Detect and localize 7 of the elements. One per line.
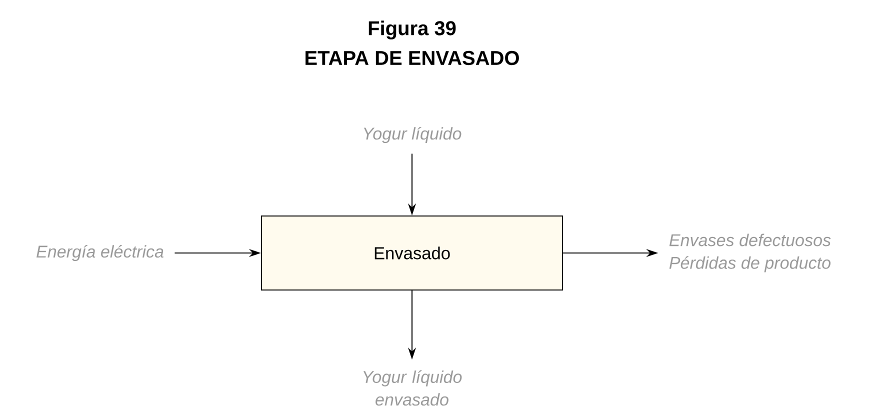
process-box: Envasado bbox=[260, 215, 564, 291]
flow-label: Envases defectuosos Pérdidas de producto bbox=[669, 234, 831, 272]
flow-label: Energía eléctrica bbox=[36, 244, 164, 262]
figure-title: Figura 39 bbox=[368, 20, 456, 40]
figure-title: ETAPA DE ENVASADO bbox=[306, 50, 519, 66]
flow-label: Yogur líquido bbox=[364, 126, 462, 144]
flow-label: Yogur líquido envasado bbox=[364, 370, 462, 406]
